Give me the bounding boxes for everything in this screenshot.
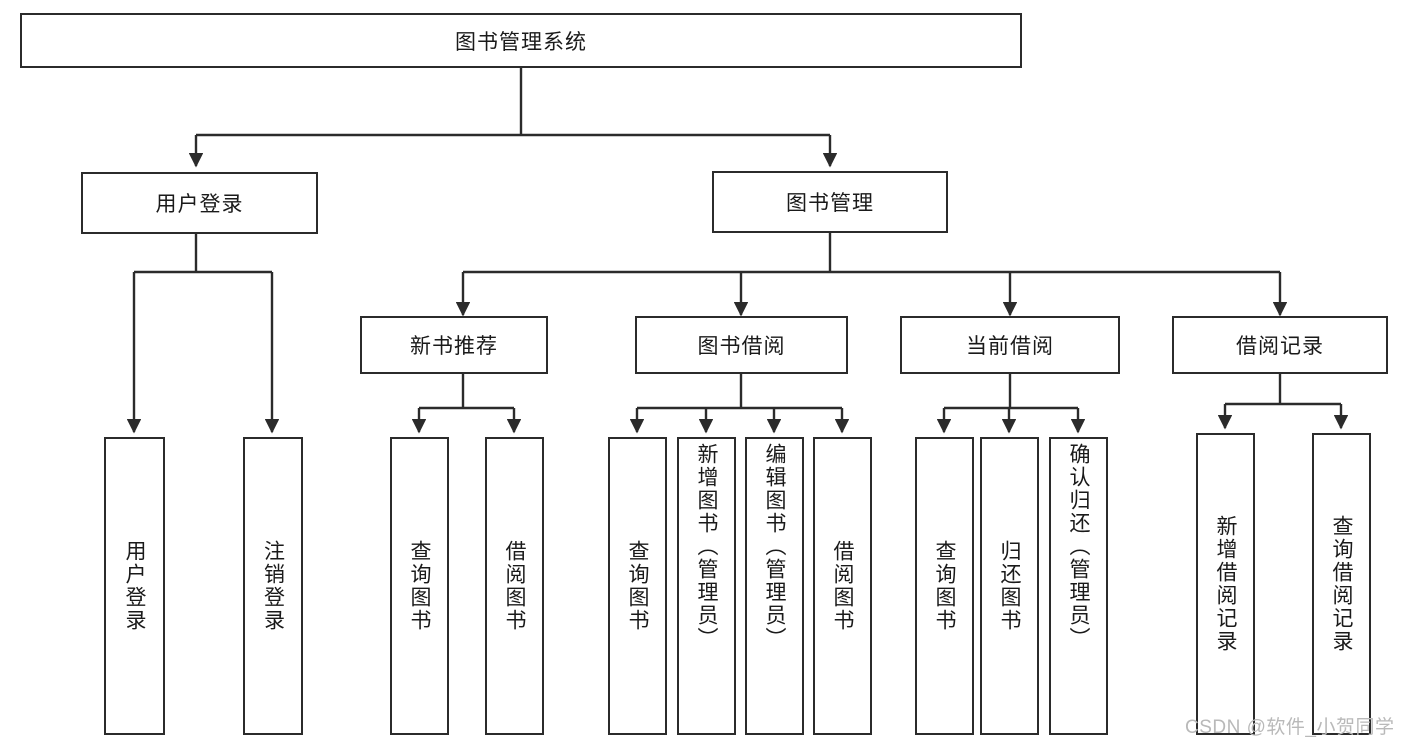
node-user-login-label: 用户登录 bbox=[155, 193, 244, 216]
node-book-manage[interactable]: 图书管理 bbox=[712, 171, 948, 233]
node-leaf-borrow-book-2[interactable]: 借阅图书 bbox=[813, 437, 872, 735]
node-root-label: 图书管理系统 bbox=[455, 30, 587, 54]
node-new-book-rec[interactable]: 新书推荐 bbox=[360, 316, 548, 374]
node-leaf-query-record[interactable]: 查询借阅记录 bbox=[1312, 433, 1371, 735]
node-book-manage-label: 图书管理 bbox=[786, 192, 874, 215]
node-leaf-add-record-label: 新增借阅记录 bbox=[1214, 515, 1237, 653]
node-leaf-query-book-3-label: 查询图书 bbox=[933, 540, 956, 632]
node-leaf-add-record[interactable]: 新增借阅记录 bbox=[1196, 433, 1255, 735]
node-leaf-edit-book[interactable]: 编辑图书（管理员） bbox=[745, 437, 804, 735]
node-current-borrow-label: 当前借阅 bbox=[966, 335, 1054, 358]
node-leaf-logout-login[interactable]: 注销登录 bbox=[243, 437, 303, 735]
node-leaf-confirm-return-label: 确认归还（管理员） bbox=[1067, 443, 1090, 650]
node-book-borrow-label: 图书借阅 bbox=[697, 335, 786, 358]
node-leaf-borrow-book-1-label: 借阅图书 bbox=[503, 540, 526, 632]
node-leaf-return-book-label: 归还图书 bbox=[998, 540, 1021, 632]
node-leaf-user-login[interactable]: 用户登录 bbox=[104, 437, 165, 735]
node-leaf-query-book-1-label: 查询图书 bbox=[408, 540, 431, 632]
node-new-book-rec-label: 新书推荐 bbox=[410, 335, 498, 358]
node-leaf-query-book-3[interactable]: 查询图书 bbox=[915, 437, 974, 735]
node-current-borrow[interactable]: 当前借阅 bbox=[900, 316, 1120, 374]
watermark: CSDN @软件_小贺同学 bbox=[1185, 717, 1395, 738]
node-leaf-add-book-label: 新增图书（管理员） bbox=[695, 443, 718, 650]
node-leaf-edit-book-label: 编辑图书（管理员） bbox=[763, 443, 786, 650]
node-borrow-record[interactable]: 借阅记录 bbox=[1172, 316, 1388, 374]
node-book-borrow[interactable]: 图书借阅 bbox=[635, 316, 848, 374]
node-leaf-confirm-return[interactable]: 确认归还（管理员） bbox=[1049, 437, 1108, 735]
node-leaf-query-book-2-label: 查询图书 bbox=[626, 540, 649, 632]
node-leaf-add-book[interactable]: 新增图书（管理员） bbox=[677, 437, 736, 735]
node-leaf-user-login-label: 用户登录 bbox=[123, 540, 146, 632]
node-leaf-borrow-book-1[interactable]: 借阅图书 bbox=[485, 437, 544, 735]
node-user-login[interactable]: 用户登录 bbox=[81, 172, 318, 234]
node-leaf-query-record-label: 查询借阅记录 bbox=[1330, 515, 1353, 653]
node-root[interactable]: 图书管理系统 bbox=[20, 13, 1022, 68]
node-leaf-query-book-2[interactable]: 查询图书 bbox=[608, 437, 667, 735]
node-borrow-record-label: 借阅记录 bbox=[1236, 335, 1324, 358]
node-leaf-return-book[interactable]: 归还图书 bbox=[980, 437, 1039, 735]
node-leaf-query-book-1[interactable]: 查询图书 bbox=[390, 437, 449, 735]
node-leaf-logout-login-label: 注销登录 bbox=[261, 540, 285, 632]
node-leaf-borrow-book-2-label: 借阅图书 bbox=[831, 540, 854, 632]
